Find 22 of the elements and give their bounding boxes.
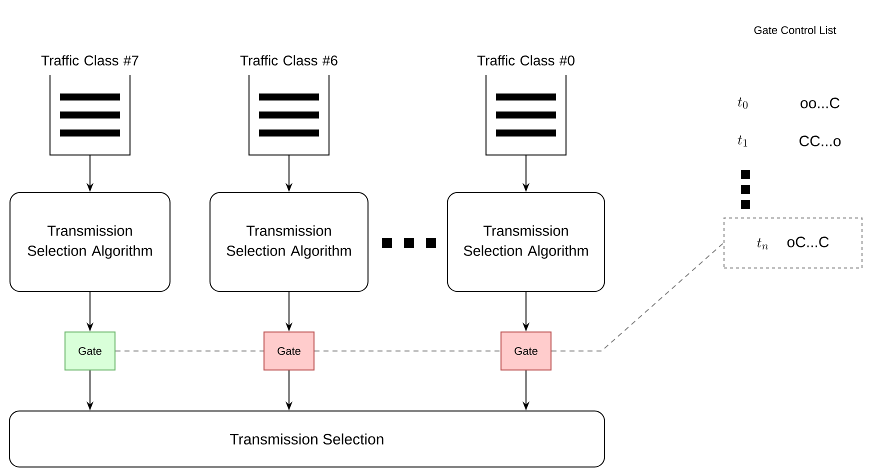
queue: Traffic Class #7 (41, 55, 138, 156)
time-label: $t_0$ (738, 97, 748, 109)
list-entry: $t_n$ oC...C (724, 218, 862, 268)
gate-states: CC...o (800, 136, 841, 146)
node-label: Traffic Class #6 (240, 55, 338, 66)
gate-box: Gate (64, 332, 116, 370)
process-box: Transmission Selection Algorithm (10, 192, 170, 292)
gate-states: oo...C (800, 98, 840, 108)
process-box: Transmission Selection (9, 410, 605, 468)
process-box: Transmission Selection Algorithm (447, 192, 605, 292)
time-label: $t_1$ (738, 135, 748, 146)
queue: Traffic Class #0 (477, 55, 574, 156)
gate-box: Gate (500, 332, 552, 370)
process-box: Transmission Selection Algorithm (210, 192, 368, 292)
list-title: Gate Control List (754, 26, 836, 34)
node-label: Traffic Class #7 (41, 55, 138, 66)
node-label: Traffic Class #0 (477, 55, 574, 66)
dashed-line (314, 350, 501, 352)
dashed-line (551, 242, 724, 352)
queue: Traffic Class #6 (240, 55, 338, 156)
dashed-line (115, 350, 264, 352)
gate-box: Gate (264, 332, 314, 370)
